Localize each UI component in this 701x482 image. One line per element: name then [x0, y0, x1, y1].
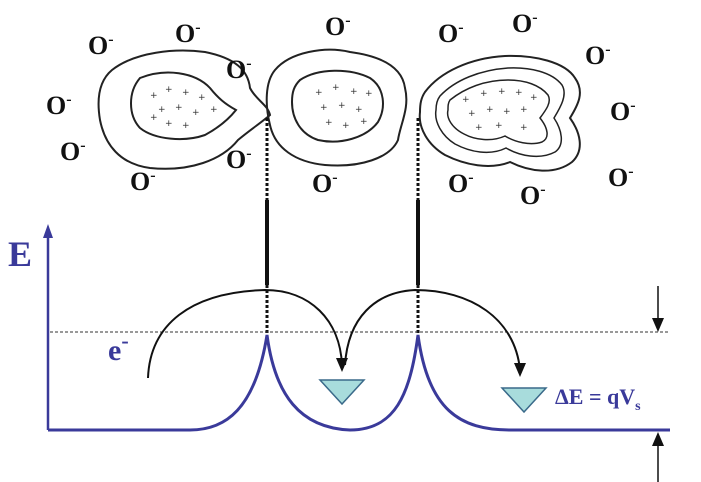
- ion-label: O-: [312, 169, 338, 198]
- svg-text:+: +: [175, 103, 183, 113]
- energy-axis-label: E: [8, 234, 32, 274]
- grain-right: +++++ ++++ +++: [418, 54, 581, 172]
- electron-label: e-: [108, 328, 129, 367]
- ion-label: O-: [60, 137, 86, 166]
- svg-text:+: +: [515, 88, 523, 98]
- energy-axis: E: [8, 224, 53, 430]
- svg-text:+: +: [150, 91, 158, 101]
- ion-label: O-: [175, 19, 201, 48]
- svg-text:+: +: [520, 105, 528, 115]
- svg-text:+: +: [210, 105, 218, 115]
- ion-label: O-: [448, 169, 474, 198]
- ion-label: O-: [608, 163, 634, 192]
- svg-text:+: +: [325, 118, 333, 128]
- svg-text:+: +: [198, 93, 206, 103]
- boundary-lines: [265, 118, 420, 335]
- svg-text:+: +: [338, 101, 346, 111]
- svg-text:+: +: [182, 121, 190, 131]
- svg-text:+: +: [332, 83, 340, 93]
- svg-text:+: +: [315, 88, 323, 98]
- svg-text:+: +: [365, 89, 373, 99]
- svg-text:+: +: [182, 88, 190, 98]
- ion-label: O-: [610, 97, 636, 126]
- svg-text:+: +: [192, 108, 200, 118]
- svg-text:+: +: [475, 123, 483, 133]
- svg-text:+: +: [165, 119, 173, 129]
- svg-text:+: +: [468, 109, 476, 119]
- ion-label: O-: [512, 9, 538, 38]
- ion-label: O-: [88, 31, 114, 60]
- svg-text:+: +: [520, 123, 528, 133]
- svg-text:+: +: [480, 89, 488, 99]
- svg-text:+: +: [350, 87, 358, 97]
- svg-text:+: +: [495, 121, 503, 131]
- svg-text:+: +: [320, 103, 328, 113]
- barrier-height-label: ΔE = qVs: [555, 384, 641, 414]
- svg-text:+: +: [342, 121, 350, 131]
- svg-text:+: +: [486, 105, 494, 115]
- ion-label: O-: [325, 12, 351, 41]
- electron-state-marker: [500, 387, 548, 414]
- barrier-height-indicator: [652, 286, 664, 482]
- ion-label: O-: [585, 41, 611, 70]
- svg-text:+: +: [462, 95, 470, 105]
- svg-text:+: +: [165, 85, 173, 95]
- ion-label: O-: [46, 91, 72, 120]
- grain-middle: ++++ +++ +++: [265, 48, 408, 167]
- svg-text:+: +: [158, 105, 166, 115]
- svg-text:+: +: [355, 105, 363, 115]
- grain-left: ++++ ++++ +++: [97, 49, 272, 170]
- svg-text:+: +: [498, 87, 506, 97]
- ion-label: O-: [226, 55, 252, 84]
- ion-label: O-: [520, 181, 546, 210]
- ion-label: O-: [226, 145, 252, 174]
- svg-text:+: +: [503, 107, 511, 117]
- electron-hop-arrows: [147, 288, 526, 379]
- conduction-band: [48, 334, 670, 432]
- electron-state-marker: [318, 379, 366, 406]
- svg-text:+: +: [360, 117, 368, 127]
- svg-text:+: +: [150, 113, 158, 123]
- ion-label: O-: [438, 19, 464, 48]
- oxygen-ions: O- O- O- O- O- O- O- O- O- O- O- O- O- O…: [46, 9, 636, 210]
- svg-text:+: +: [530, 93, 538, 103]
- ion-label: O-: [130, 167, 156, 196]
